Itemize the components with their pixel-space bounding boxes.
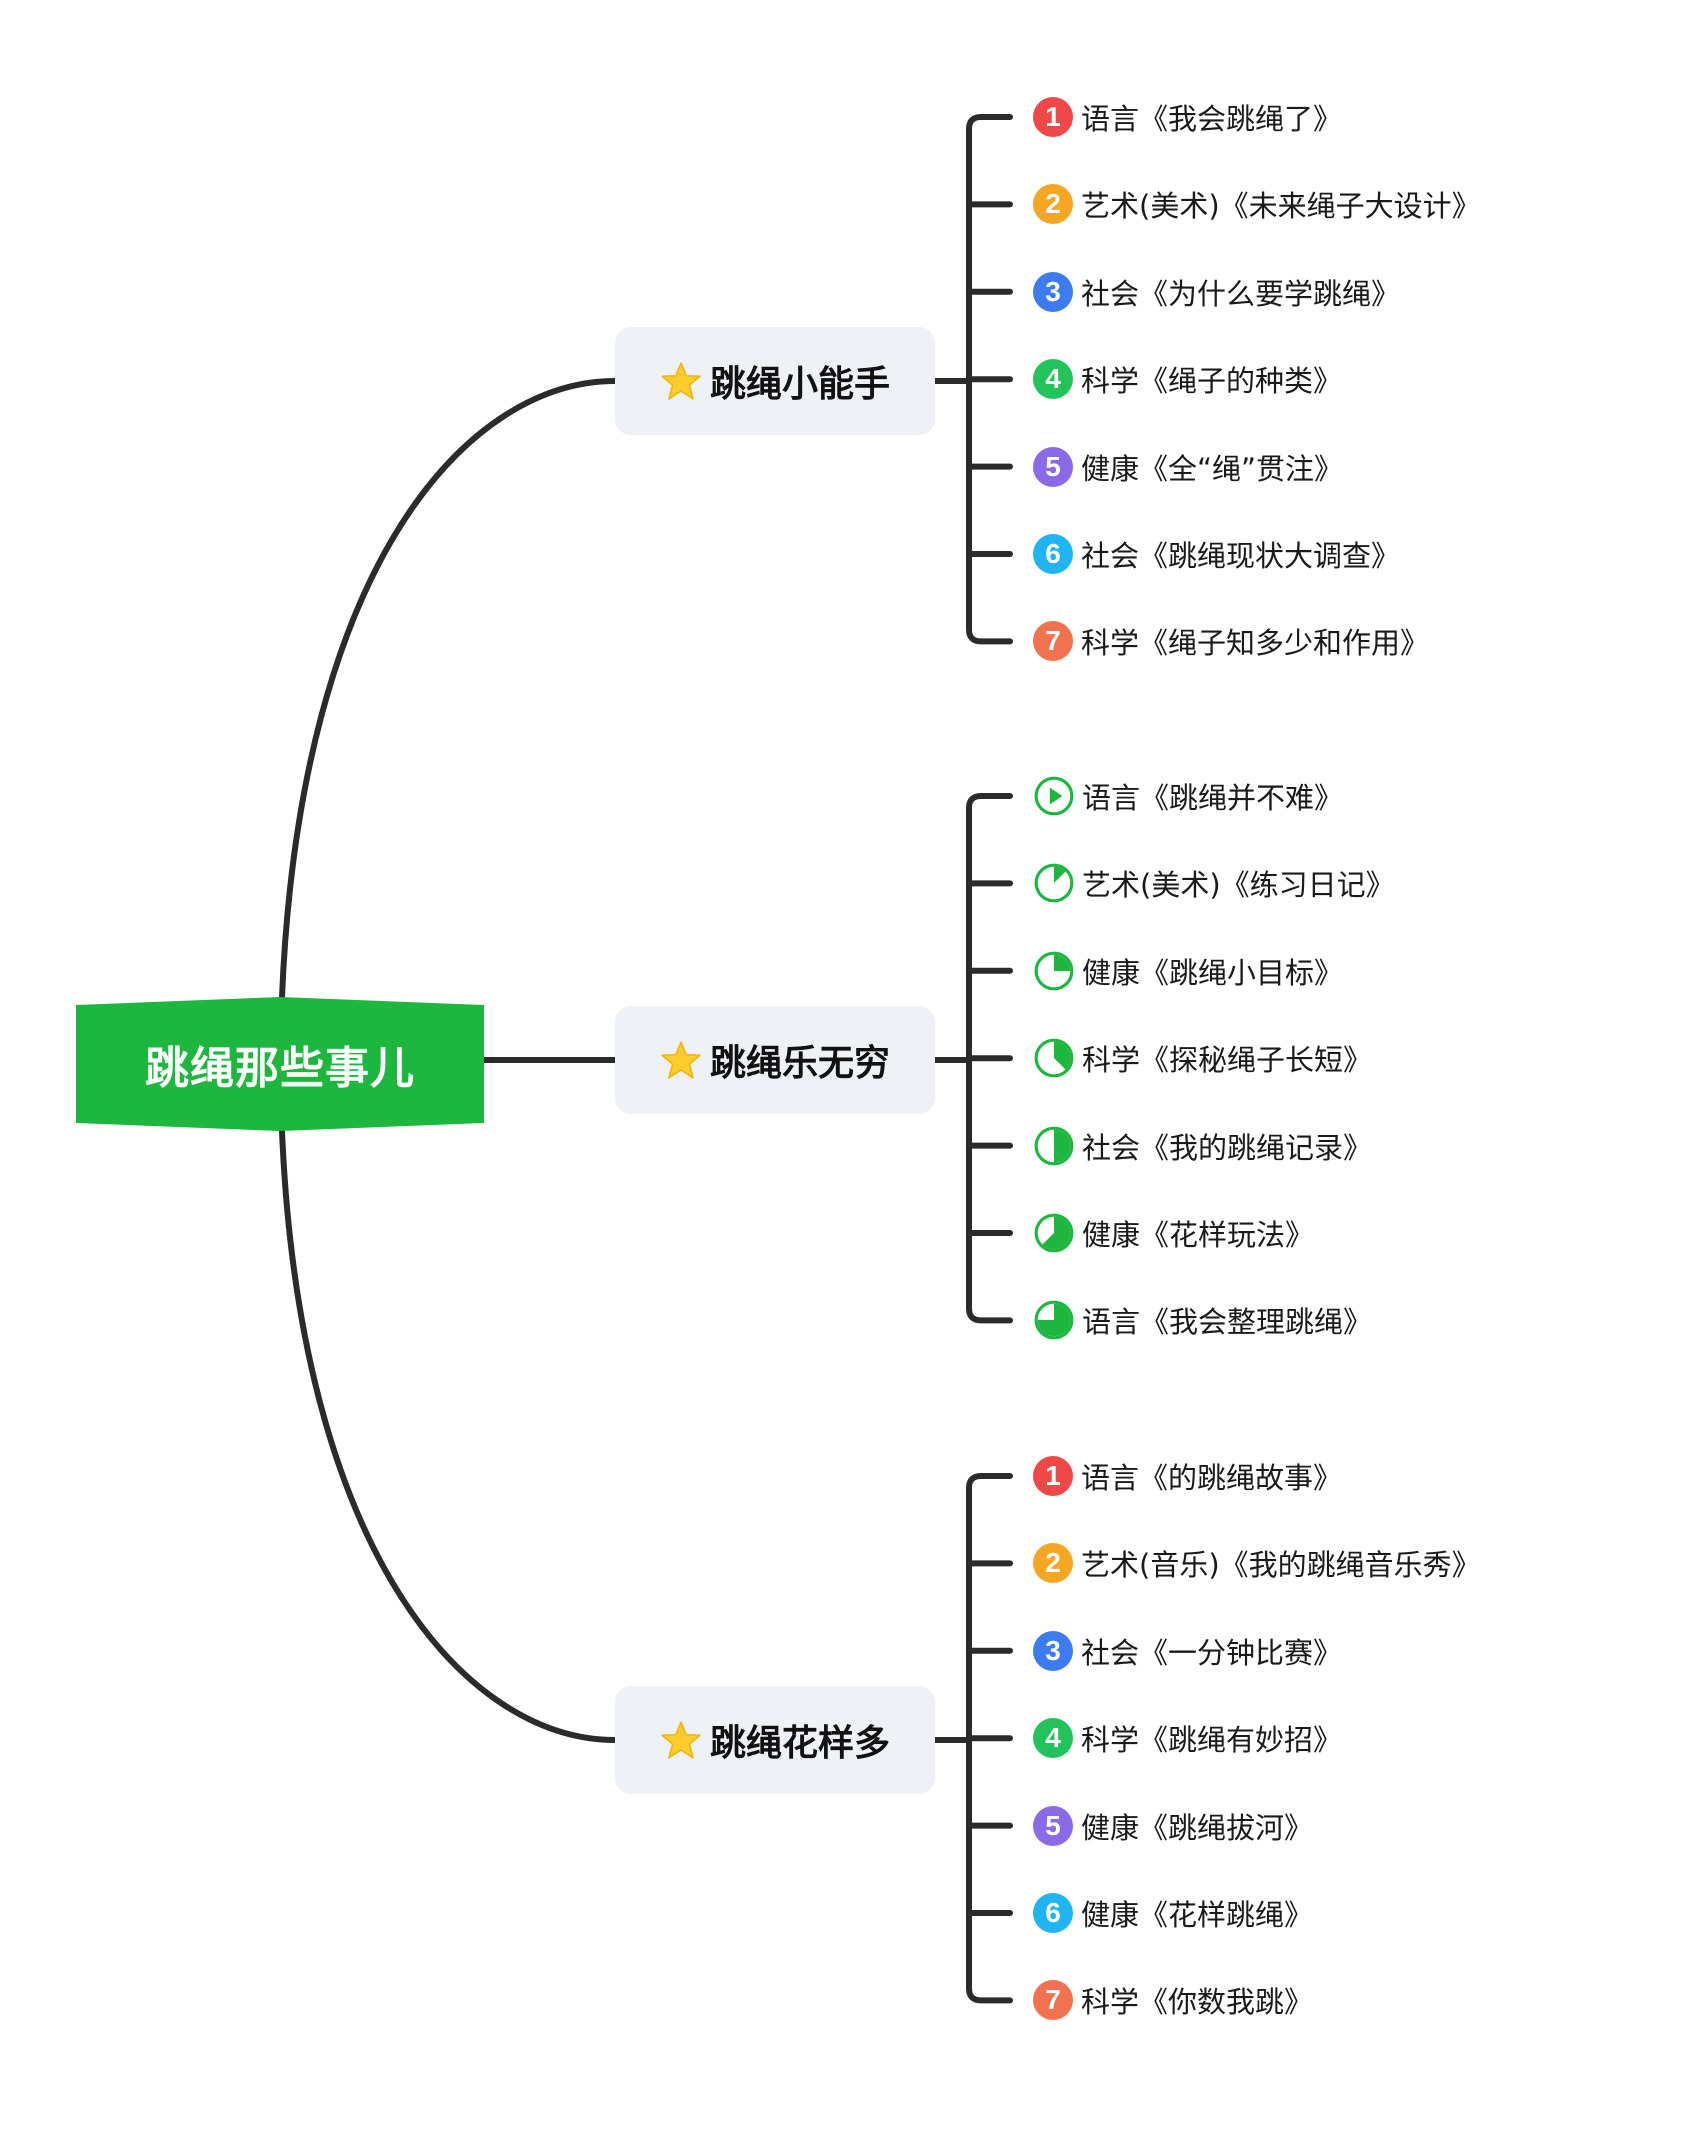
leaf-topic[interactable]: 社会《我的跳绳记录》: [1033, 1118, 1372, 1174]
progress-pie-icon: [1034, 1038, 1074, 1078]
leaf-topic-label: 艺术(美术)《练习日记》: [1082, 868, 1395, 903]
leaf-topic-label: 艺术(美术)《未来绳子大设计》: [1081, 189, 1481, 224]
leaf-topic-label: 健康《花样跳绳》: [1081, 1898, 1314, 1932]
branch-topic-3[interactable]: 跳绳花样多: [615, 1686, 935, 1794]
leaf-topic[interactable]: 健康《花样玩法》: [1033, 1205, 1314, 1261]
number-badge-icon: 6: [1033, 1893, 1073, 1933]
number-badge-icon: 5: [1033, 1805, 1073, 1846]
leaf-topic-label: 健康《跳绳小目标》: [1082, 955, 1344, 990]
leaf-topic-label: 健康《全“绳”贯注》: [1081, 451, 1344, 486]
leaf-topic-label: 社会《一分钟比赛》: [1081, 1635, 1343, 1670]
leaf-topic-label: 健康《跳绳拔河》: [1081, 1810, 1314, 1845]
branch-topic-label: 跳绳花样多: [709, 1723, 890, 1764]
number-badge-icon: 4: [1033, 359, 1073, 400]
leaf-topic-label: 语言《跳绳并不难》: [1082, 781, 1344, 815]
branch-topic-label: 跳绳乐无穷: [709, 1043, 890, 1084]
leaf-topic[interactable]: 科学《探秘绳子长短》: [1033, 1030, 1372, 1086]
leaf-topic[interactable]: 语言《我会整理跳绳》: [1033, 1292, 1372, 1348]
progress-pie-icon: [1034, 863, 1074, 903]
leaf-topic-label: 健康《花样玩法》: [1082, 1218, 1315, 1252]
leaf-topic-label: 社会《我的跳绳记录》: [1082, 1130, 1373, 1165]
number-badge-icon: 2: [1033, 1543, 1073, 1584]
leaf-topic[interactable]: 艺术(美术)《练习日记》: [1033, 855, 1395, 911]
progress-pie-icon: [1034, 1213, 1074, 1253]
number-badge-icon: 2: [1033, 184, 1073, 225]
root-topic[interactable]: 跳绳那些事儿: [76, 997, 484, 1131]
star-icon: [661, 1721, 701, 1759]
leaf-topic-label: 语言《我会整理跳绳》: [1082, 1305, 1373, 1340]
star-icon: [661, 1041, 701, 1079]
leaf-topic[interactable]: 健康《跳绳小目标》: [1033, 943, 1343, 999]
branch-topic-1[interactable]: 跳绳小能手: [615, 327, 935, 435]
leaf-topic-label: 科学《你数我跳》: [1081, 1985, 1314, 2020]
number-badge-icon: 6: [1033, 534, 1073, 574]
leaf-topic-label: 社会《跳绳现状大调查》: [1081, 539, 1401, 573]
leaf-topic-label: 科学《探秘绳子长短》: [1082, 1043, 1373, 1078]
number-badge-icon: 5: [1033, 446, 1073, 487]
progress-pie-icon: [1034, 951, 1074, 991]
root-topic-label: 跳绳那些事儿: [145, 1043, 415, 1094]
star-icon: [661, 362, 701, 400]
leaf-topic-label: 艺术(音乐)《我的跳绳音乐秀》: [1081, 1548, 1481, 1583]
leaf-topic-label: 语言《我会跳绳了》: [1081, 102, 1343, 136]
number-badge-icon: 1: [1033, 97, 1073, 137]
progress-pie-icon: [1034, 1300, 1074, 1340]
leaf-topic-label: 科学《绳子的种类》: [1081, 364, 1343, 399]
leaf-topic-label: 语言《的跳绳故事》: [1081, 1461, 1343, 1495]
number-badge-icon: 7: [1033, 621, 1073, 662]
number-badge-icon: 3: [1033, 1630, 1073, 1671]
progress-pie-icon: [1034, 1126, 1074, 1166]
branch-topic-label: 跳绳小能手: [709, 364, 890, 405]
leaf-topic-label: 科学《跳绳有妙招》: [1081, 1723, 1343, 1758]
number-badge-icon: 1: [1033, 1456, 1073, 1496]
number-badge-icon: 7: [1033, 1980, 1073, 2021]
leaf-topic-label: 社会《为什么要学跳绳》: [1081, 276, 1401, 311]
leaf-topic-label: 科学《绳子知多少和作用》: [1081, 626, 1430, 661]
root-connector-top: [279, 378, 618, 1000]
root-connector-bottom: [279, 1128, 618, 1743]
number-badge-icon: 4: [1033, 1718, 1073, 1759]
play-circle-icon: [1034, 776, 1074, 816]
leaf-topic[interactable]: 语言《跳绳并不难》: [1033, 768, 1343, 824]
branch-topic-2[interactable]: 跳绳乐无穷: [615, 1006, 935, 1114]
number-badge-icon: 3: [1033, 271, 1073, 312]
